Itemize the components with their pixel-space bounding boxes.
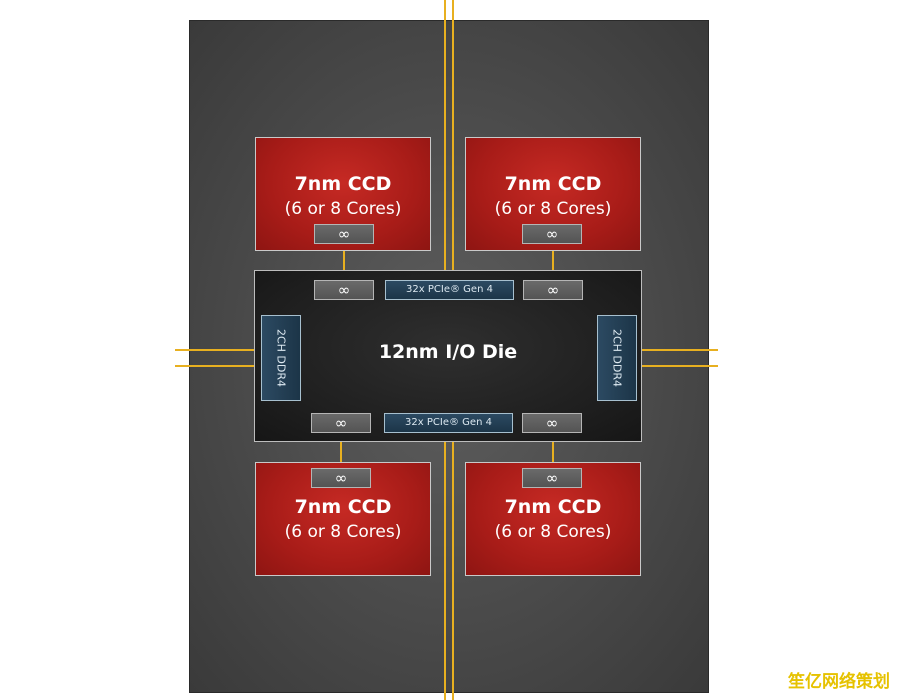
iod-fabric-port: ∞	[522, 413, 582, 433]
ddr-wire-right-bottom	[630, 365, 718, 367]
ddr-wire-right-top	[630, 349, 718, 351]
ccd-fabric-port: ∞	[311, 468, 371, 488]
fabric-link-bottom-right	[552, 432, 554, 470]
iod-fabric-port: ∞	[311, 413, 371, 433]
fabric-link-top-right	[552, 244, 554, 280]
ddr-label: 2CH DDR4	[274, 328, 288, 388]
ddr-wire-left-top	[175, 349, 267, 351]
ccd-fabric-port: ∞	[314, 224, 374, 244]
ccd-title: 7nm CCD	[504, 173, 602, 195]
ccd-top-right: 7nm CCD (6 or 8 Cores)	[465, 137, 641, 251]
ddr-block-right: 2CH DDR4	[597, 315, 637, 401]
ccd-title: 7nm CCD	[294, 173, 392, 195]
ccd-fabric-port: ∞	[522, 468, 582, 488]
iod-fabric-port: ∞	[314, 280, 374, 300]
iod-fabric-port: ∞	[523, 280, 583, 300]
pcie-wire-top-left	[444, 0, 446, 280]
ddr-label: 2CH DDR4	[610, 328, 624, 388]
ccd-title: 7nm CCD	[504, 496, 602, 518]
ddr-block-left: 2CH DDR4	[261, 315, 301, 401]
ccd-subtitle: (6 or 8 Cores)	[494, 199, 612, 219]
ccd-fabric-port: ∞	[522, 224, 582, 244]
ccd-subtitle: (6 or 8 Cores)	[284, 522, 402, 542]
ccd-top-left: 7nm CCD (6 or 8 Cores)	[255, 137, 431, 251]
fabric-link-top-left	[343, 244, 345, 280]
pcie-wire-top-right	[452, 0, 454, 280]
pcie-block-bottom: 32x PCIe® Gen 4	[384, 413, 513, 433]
ccd-title: 7nm CCD	[294, 496, 392, 518]
pcie-block-top: 32x PCIe® Gen 4	[385, 280, 514, 300]
ccd-subtitle: (6 or 8 Cores)	[494, 522, 612, 542]
io-die-title: 12nm I/O Die	[378, 341, 518, 363]
ddr-wire-left-bottom	[175, 365, 267, 367]
watermark: 笙亿网络策划	[788, 672, 890, 692]
pcie-wire-bottom-left	[444, 424, 446, 700]
pcie-wire-bottom-right	[452, 424, 454, 700]
fabric-link-bottom-left	[340, 432, 342, 470]
ccd-subtitle: (6 or 8 Cores)	[284, 199, 402, 219]
